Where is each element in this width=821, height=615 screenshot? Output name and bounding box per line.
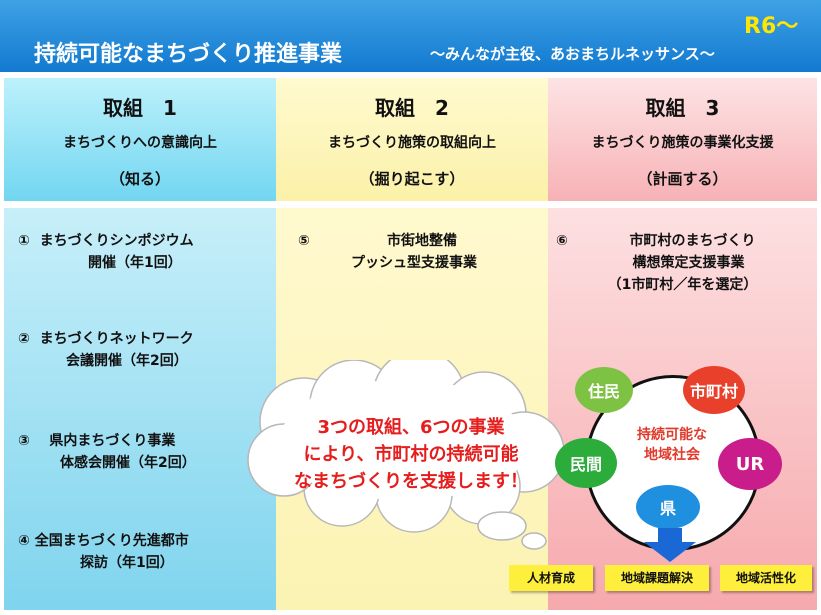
- item-line1: まちづくりシンポジウム: [39, 233, 194, 249]
- cycle-center-label: 持続可能な 地域社会: [637, 427, 707, 463]
- down-arrow-icon: [644, 528, 696, 562]
- actor-prefecture: 県: [636, 485, 700, 529]
- item-line1: 全国まちづくり先進都市: [34, 533, 189, 549]
- actor-municipality: 市町村: [683, 366, 745, 414]
- item-line1: まちづくりネットワーク: [39, 331, 194, 347]
- cloud-line: 3つの取組、6つの事業: [317, 417, 505, 438]
- item-number: ⑤: [298, 233, 310, 249]
- item-number: ②: [18, 331, 30, 347]
- speech-cloud: [247, 360, 565, 550]
- outcome-tag: 人材育成: [509, 565, 593, 591]
- item-line2: 構想策定支援事業: [632, 255, 745, 271]
- item-line3: （1市町村／年を選定）: [607, 277, 758, 293]
- page-subtitle: ～みんなが主役、あおまちルネッサンス～: [430, 45, 715, 63]
- actor-residents: 住民: [575, 367, 633, 413]
- item-number: ⑥: [556, 233, 568, 249]
- column-3-header: [548, 78, 817, 201]
- cloud-line: なまちづくりを支援します！: [294, 471, 528, 492]
- item-line2: 会議開催（年2回）: [66, 353, 188, 369]
- item-line2: 開催（年1回）: [88, 255, 182, 271]
- item-line2: 体感会開催（年2回）: [60, 455, 196, 471]
- actor-private: 民間: [555, 438, 617, 488]
- column-2-header: [276, 78, 548, 201]
- column-3-verb: （計画する）: [637, 170, 728, 188]
- cloud-message: 3つの取組、6つの事業 により、市町村の持続可能 なまちづくりを支援します！: [276, 414, 546, 495]
- item-line1: 市町村のまちづくり: [629, 233, 756, 249]
- item-line2: 探訪（年1回）: [80, 555, 174, 571]
- era-label: R6～: [744, 14, 799, 39]
- column-1-body: [4, 208, 276, 610]
- cloud-line: により、市町村の持続可能: [303, 444, 519, 465]
- list-item: ④ 全国まちづくり先進都市: [18, 531, 189, 552]
- item-line2: プッシュ型支援事業: [351, 255, 477, 271]
- column-2-verb: （掘り起こす）: [359, 170, 465, 188]
- column-3-heading: 取組 3: [645, 96, 720, 120]
- item-line1: 県内まちづくり事業: [49, 433, 176, 449]
- item-number: ④: [18, 533, 30, 549]
- list-item: ② まちづくりネットワーク: [18, 329, 194, 350]
- list-item: ① まちづくりシンポジウム: [18, 231, 194, 252]
- column-1-header: [4, 78, 276, 201]
- column-2-subheading: まちづくり施策の取組向上: [328, 135, 496, 151]
- actor-ur: UR: [718, 438, 782, 490]
- page-title: 持続可能なまちづくり推進事業: [34, 42, 343, 67]
- item-number: ③: [18, 433, 30, 449]
- item-line1: 市街地整備: [387, 233, 457, 249]
- header-banner: [0, 0, 821, 72]
- column-1-subheading: まちづくりへの意識向上: [63, 135, 217, 151]
- column-1-verb: （知る）: [109, 170, 170, 188]
- column-2-heading: 取組 2: [375, 96, 449, 120]
- column-1-heading: 取組 1: [103, 96, 177, 120]
- outcome-tag: 地域活性化: [720, 565, 812, 591]
- outcome-tag: 地域課題解決: [605, 565, 709, 591]
- item-number: ①: [18, 233, 30, 249]
- column-3-subheading: まちづくり施策の事業化支援: [591, 135, 774, 151]
- list-item: ③ 県内まちづくり事業: [18, 431, 175, 452]
